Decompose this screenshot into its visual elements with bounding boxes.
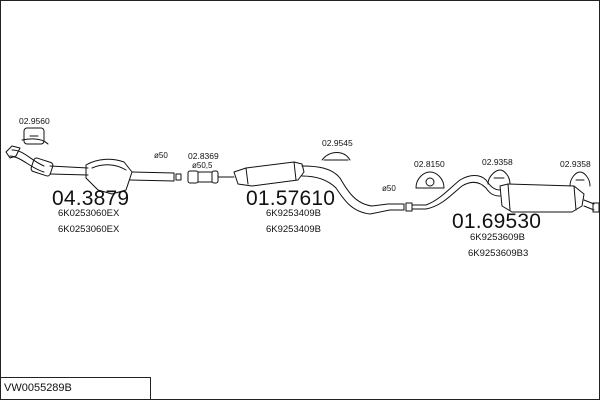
hanger-02-9560	[23, 127, 45, 145]
accessory-label-02-8150: 02.8150	[414, 159, 445, 169]
part-ref-middle-silencer-1: 6K9253409B	[266, 208, 321, 219]
diagram-title: VW0055289B	[4, 382, 72, 394]
front-pipe-catalyst	[5, 138, 182, 195]
part-code-catalyst: 04.3879	[52, 187, 130, 210]
accessory-label-02-9358-left: 02.9358	[482, 157, 513, 167]
hanger-02-9358-right	[569, 171, 591, 187]
accessory-label-02-9560: 02.9560	[19, 116, 50, 126]
accessory-label-02-9358-right: 02.9358	[560, 159, 591, 169]
part-code-rear-silencer: 01.69530	[452, 210, 542, 233]
diameter-label-2: ø50,5	[192, 161, 213, 170]
part-ref-middle-silencer-2: 6K9253409B	[266, 224, 321, 235]
part-ref-rear-silencer-1: 6K9253609B	[470, 232, 525, 243]
middle-silencer	[233, 161, 427, 215]
clamp-02-8369	[187, 170, 235, 184]
hanger-02-9358-left	[487, 169, 511, 185]
part-ref-catalyst-2: 6K0253060EX	[58, 224, 120, 235]
diameter-label-3: ø50	[382, 184, 396, 193]
rear-silencer	[425, 175, 600, 213]
accessory-label-02-8369: 02.8369	[188, 151, 219, 161]
title-box: VW0055289B	[0, 377, 151, 399]
rubber-mount-02-8150	[415, 171, 445, 189]
accessory-label-02-9545: 02.9545	[322, 138, 353, 148]
part-ref-catalyst-1: 6K0253060EX	[58, 208, 120, 219]
hanger-02-9545	[321, 152, 351, 161]
part-code-middle-silencer: 01.57610	[246, 187, 336, 210]
diameter-label-1: ø50	[154, 151, 168, 160]
part-ref-rear-silencer-2: 6K9253609B3	[468, 248, 529, 259]
